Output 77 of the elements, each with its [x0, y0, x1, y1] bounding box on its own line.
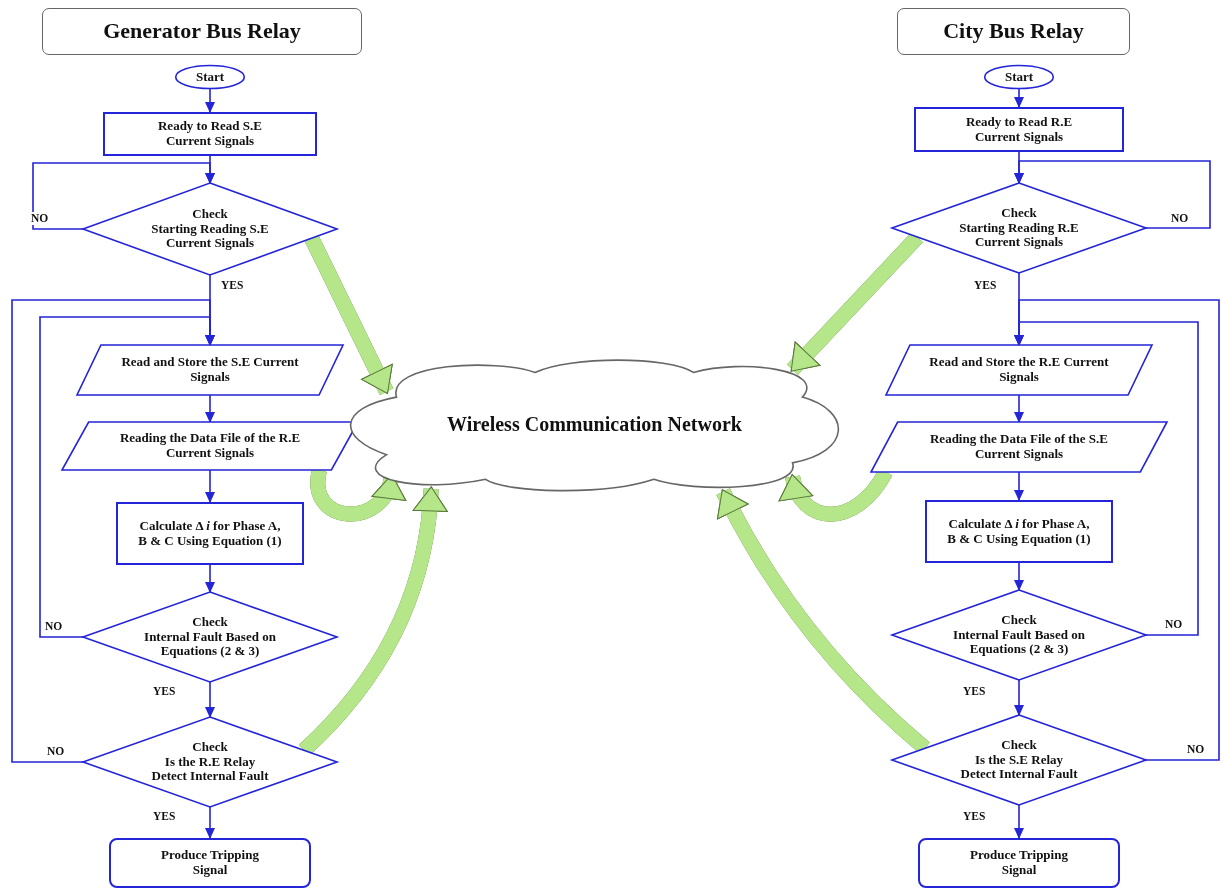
node-text: Is the R.E Relay Detect Internal Fault [150, 754, 270, 784]
network-cloud [347, 356, 842, 493]
node-text: Internal Fault Based on Equations (2 & 3) [952, 627, 1086, 657]
node-text: Read and Store the R.E Current Signals [928, 355, 1110, 385]
node-text: Check [192, 207, 228, 222]
flow-arrow [205, 681, 215, 718]
block-arrow [310, 468, 404, 522]
title-box [42, 8, 362, 55]
process-box [116, 502, 304, 565]
edge-label: NO [30, 212, 50, 225]
flow-arrow [205, 806, 215, 839]
decision-diamond [83, 717, 337, 807]
flow-arrow [205, 88, 215, 113]
block-arrow [304, 234, 394, 395]
node-text: Start [195, 69, 225, 85]
start-terminal [175, 65, 245, 89]
node-text: Is the S.E Relay Detect Internal Fault [959, 752, 1079, 782]
node-text: Check [1001, 206, 1037, 221]
node-text: Starting Reading S.E Current Signals [150, 221, 270, 251]
node-text: Ready to Read R.E Current Signals [964, 114, 1074, 145]
flow-arrow [1014, 160, 1211, 229]
flow-arrow [205, 564, 215, 593]
edge-label: NO [44, 620, 64, 633]
node-text: Check [1001, 613, 1037, 628]
edge-label: YES [220, 279, 245, 292]
node-text: Read and Store the S.E Current Signals [120, 355, 300, 385]
node-text: Starting Reading R.E Current Signals [958, 220, 1080, 250]
decision-diamond [892, 590, 1146, 680]
flow-arrow [1014, 471, 1024, 501]
data-parallelogram [886, 345, 1152, 395]
end-terminal [918, 838, 1120, 888]
node-text: Calculate Δ i for Phase A, B & C Using Equation (1) [946, 516, 1092, 547]
node-text: Ready to Read S.E Current Signals [157, 119, 263, 149]
process-box [925, 500, 1113, 563]
node-text: Start [1004, 69, 1034, 85]
flow-arrow [1014, 299, 1220, 761]
flow-arrow [205, 469, 215, 503]
edge-label: NO [1186, 743, 1206, 756]
data-parallelogram [871, 422, 1167, 472]
decision-diamond [83, 592, 337, 682]
flow-arrow [1014, 679, 1024, 716]
process-box [914, 107, 1124, 152]
data-parallelogram [77, 345, 343, 395]
title-box [897, 8, 1130, 55]
node-text: Calculate Δ i for Phase A, B & C Using Equation (1) [137, 518, 283, 549]
node-text: Generator Bus Relay [103, 19, 301, 44]
flow-arrow [1014, 88, 1024, 108]
node-text: Wireless Communication Network [447, 413, 742, 436]
decision-diamond [892, 715, 1146, 805]
flow-arrow [32, 162, 215, 230]
node-text: Produce Tripping Signal [969, 848, 1069, 878]
edge-label: NO [1170, 212, 1190, 225]
edge-label: YES [962, 810, 987, 823]
node-text: Internal Fault Based on Equations (2 & 3) [143, 629, 277, 659]
process-box [103, 112, 317, 156]
edge-label: YES [962, 685, 987, 698]
edge-label: NO [1164, 618, 1184, 631]
node-text: Reading the Data File of the S.E Current Signals [929, 432, 1109, 462]
flow-arrow [205, 394, 215, 423]
node-text: Reading the Data File of the R.E Current Signals [118, 431, 302, 461]
start-terminal [984, 65, 1054, 89]
flow-arrow [1014, 562, 1024, 591]
node-text: Check [192, 740, 228, 755]
edge-label: YES [973, 279, 998, 292]
flow-arrow [1014, 394, 1024, 423]
node-text: Check [1001, 738, 1037, 753]
edge-label: YES [152, 810, 177, 823]
edge-label: YES [152, 685, 177, 698]
decision-diamond [892, 183, 1146, 273]
node-text: Produce Tripping Signal [160, 848, 260, 878]
edge-label: NO [46, 745, 66, 758]
node-text: City Bus Relay [943, 19, 1084, 44]
flow-arrow [1014, 804, 1024, 839]
end-terminal [109, 838, 311, 888]
decision-diamond [83, 183, 337, 275]
flow-arrow [11, 299, 215, 763]
node-text: Check [192, 615, 228, 630]
